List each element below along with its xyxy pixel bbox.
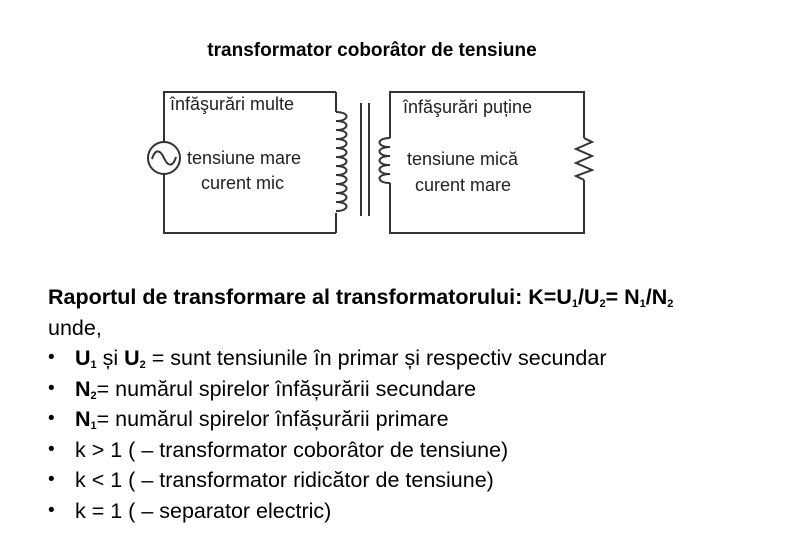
diagram-title: transformator coborâtor de tensiune [207,40,536,61]
unde-label: unde, [48,315,102,340]
primary-current-label: curent mic [201,173,284,193]
list-item: k = 1 ( – separator electric) [48,496,788,527]
primary-coil-icon [335,111,348,212]
n2-symbol: N [75,376,91,401]
primary-voltage-label: tensiune mare [187,148,301,168]
formula-sub-4: 2 [667,298,674,310]
transformation-ratio-heading: Raportul de transformare al transformato… [48,282,788,313]
secondary-coil-icon [378,137,391,184]
secondary-winding-label: înfăşurări puține [402,97,532,117]
primary-winding-label: înfăşurări multe [169,94,294,114]
explanation-text: Raportul de transformare al transformato… [48,282,788,526]
formula-sub-3: 1 [639,298,646,310]
transformer-core [360,103,370,216]
n1-symbol: N [75,407,91,431]
transformer-diagram: transformator coborâtor de tensiune înfă… [147,40,595,234]
definition-list: U1 și U2 = sunt tensiunile în primar și … [48,343,788,526]
primary-circuit [163,91,337,234]
list-item: k < 1 ( – transformator ridicător de ten… [48,465,788,496]
n1-sub: 1 [90,420,97,432]
resistor-icon [573,137,595,181]
list-item: N1= numărul spirelor înfășurării primare [48,404,788,435]
secondary-circuit [389,91,585,234]
formula-mid-2: = N [605,285,640,309]
n2-sub: 2 [90,389,97,402]
list-item: N2= numărul spirelor înfășurării secunda… [48,374,788,405]
secondary-voltage-label: tensiune mică [407,149,519,169]
u2-symbol: U [124,346,140,370]
formula-mid-3: /N [645,285,668,309]
list-item: k > 1 ( – transformator coborâtor de ten… [48,435,788,466]
formula-mid-1: /U [577,285,600,309]
list-item: U1 și U2 = sunt tensiunile în primar și … [48,343,788,374]
u2-sub: 2 [139,359,146,371]
u1-symbol: U [75,346,91,370]
n2-definition: = numărul spirelor înfășurării secundare [96,376,477,401]
formula-sub-2: 2 [599,298,606,310]
secondary-current-label: curent mare [415,175,511,195]
and-text: și [96,346,125,370]
n1-definition: = numărul spirelor înfășurării primare [96,407,449,431]
formula-prefix: Raportul de transformare al transformato… [48,285,572,309]
ac-source-icon [147,141,181,175]
u1-sub: 1 [90,359,97,371]
voltages-definition: = sunt tensiunile în primar și respectiv… [145,346,607,370]
formula-sub-1: 1 [571,298,578,310]
